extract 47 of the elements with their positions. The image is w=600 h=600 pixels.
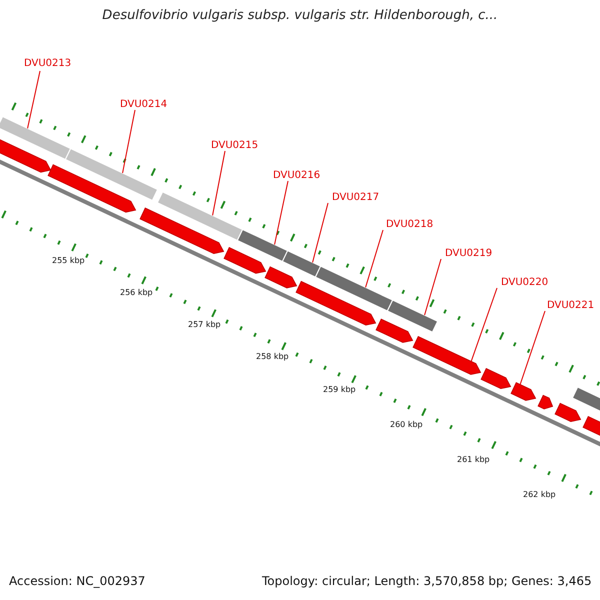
gene-feature <box>376 318 414 343</box>
scale-label: 262 kbp <box>523 490 556 499</box>
gene-label: DVU0217 <box>332 192 380 203</box>
leader-line <box>27 70 40 129</box>
gene-label: DVU0221 <box>547 300 594 311</box>
gene-feature <box>140 207 224 254</box>
leader-line <box>212 150 226 216</box>
leader-line <box>122 110 136 174</box>
gene-bar <box>236 228 288 262</box>
title: Desulfovibrio vulgaris subsp. vulgaris str. Hildenborough, c... <box>102 8 498 23</box>
gene-feature <box>224 246 266 274</box>
gene-feature <box>480 368 512 390</box>
gene-feature <box>296 280 376 326</box>
leader-line <box>365 230 384 288</box>
leader-line <box>312 202 328 263</box>
scale-label: 256 kbp <box>120 288 153 297</box>
accession-text: Accession: NC_002937 <box>9 574 146 588</box>
scale-label: 260 kbp <box>390 420 423 429</box>
scale-label: 255 kbp <box>52 256 85 265</box>
gene-feature <box>264 266 298 288</box>
leader-line <box>520 310 546 385</box>
leader-line <box>470 288 498 362</box>
gene-label: DVU0216 <box>273 170 320 181</box>
gene-feature <box>510 382 536 401</box>
scale-label: 258 kbp <box>256 352 289 361</box>
scale-label: 259 kbp <box>323 385 356 394</box>
gene-label: DVU0219 <box>445 248 492 259</box>
leader-line <box>424 258 442 316</box>
gene-label: DVU0215 <box>211 140 258 151</box>
gene-bar <box>314 266 394 312</box>
gene-feature <box>538 394 554 410</box>
gene-label: DVU0218 <box>386 219 434 230</box>
gene-bar <box>156 191 244 242</box>
scale-label: 261 kbp <box>457 455 490 464</box>
gene-label: DVU0214 <box>120 99 168 110</box>
gene-bar <box>64 148 158 202</box>
gene-bar <box>282 250 322 278</box>
scale-label: 257 kbp <box>188 320 221 329</box>
gene-feature <box>412 336 482 375</box>
gene-bar <box>0 116 72 160</box>
gene-label: DVU0213 <box>24 58 72 69</box>
gene-bar <box>386 299 438 333</box>
gene-label: DVU0220 <box>501 277 548 288</box>
genome-info-text: Topology: circular; Length: 3,570,858 bp; Genes: 3,465 <box>262 574 592 588</box>
gene-feature <box>554 402 582 422</box>
gene-feature <box>48 164 136 213</box>
leader-line <box>274 180 288 246</box>
